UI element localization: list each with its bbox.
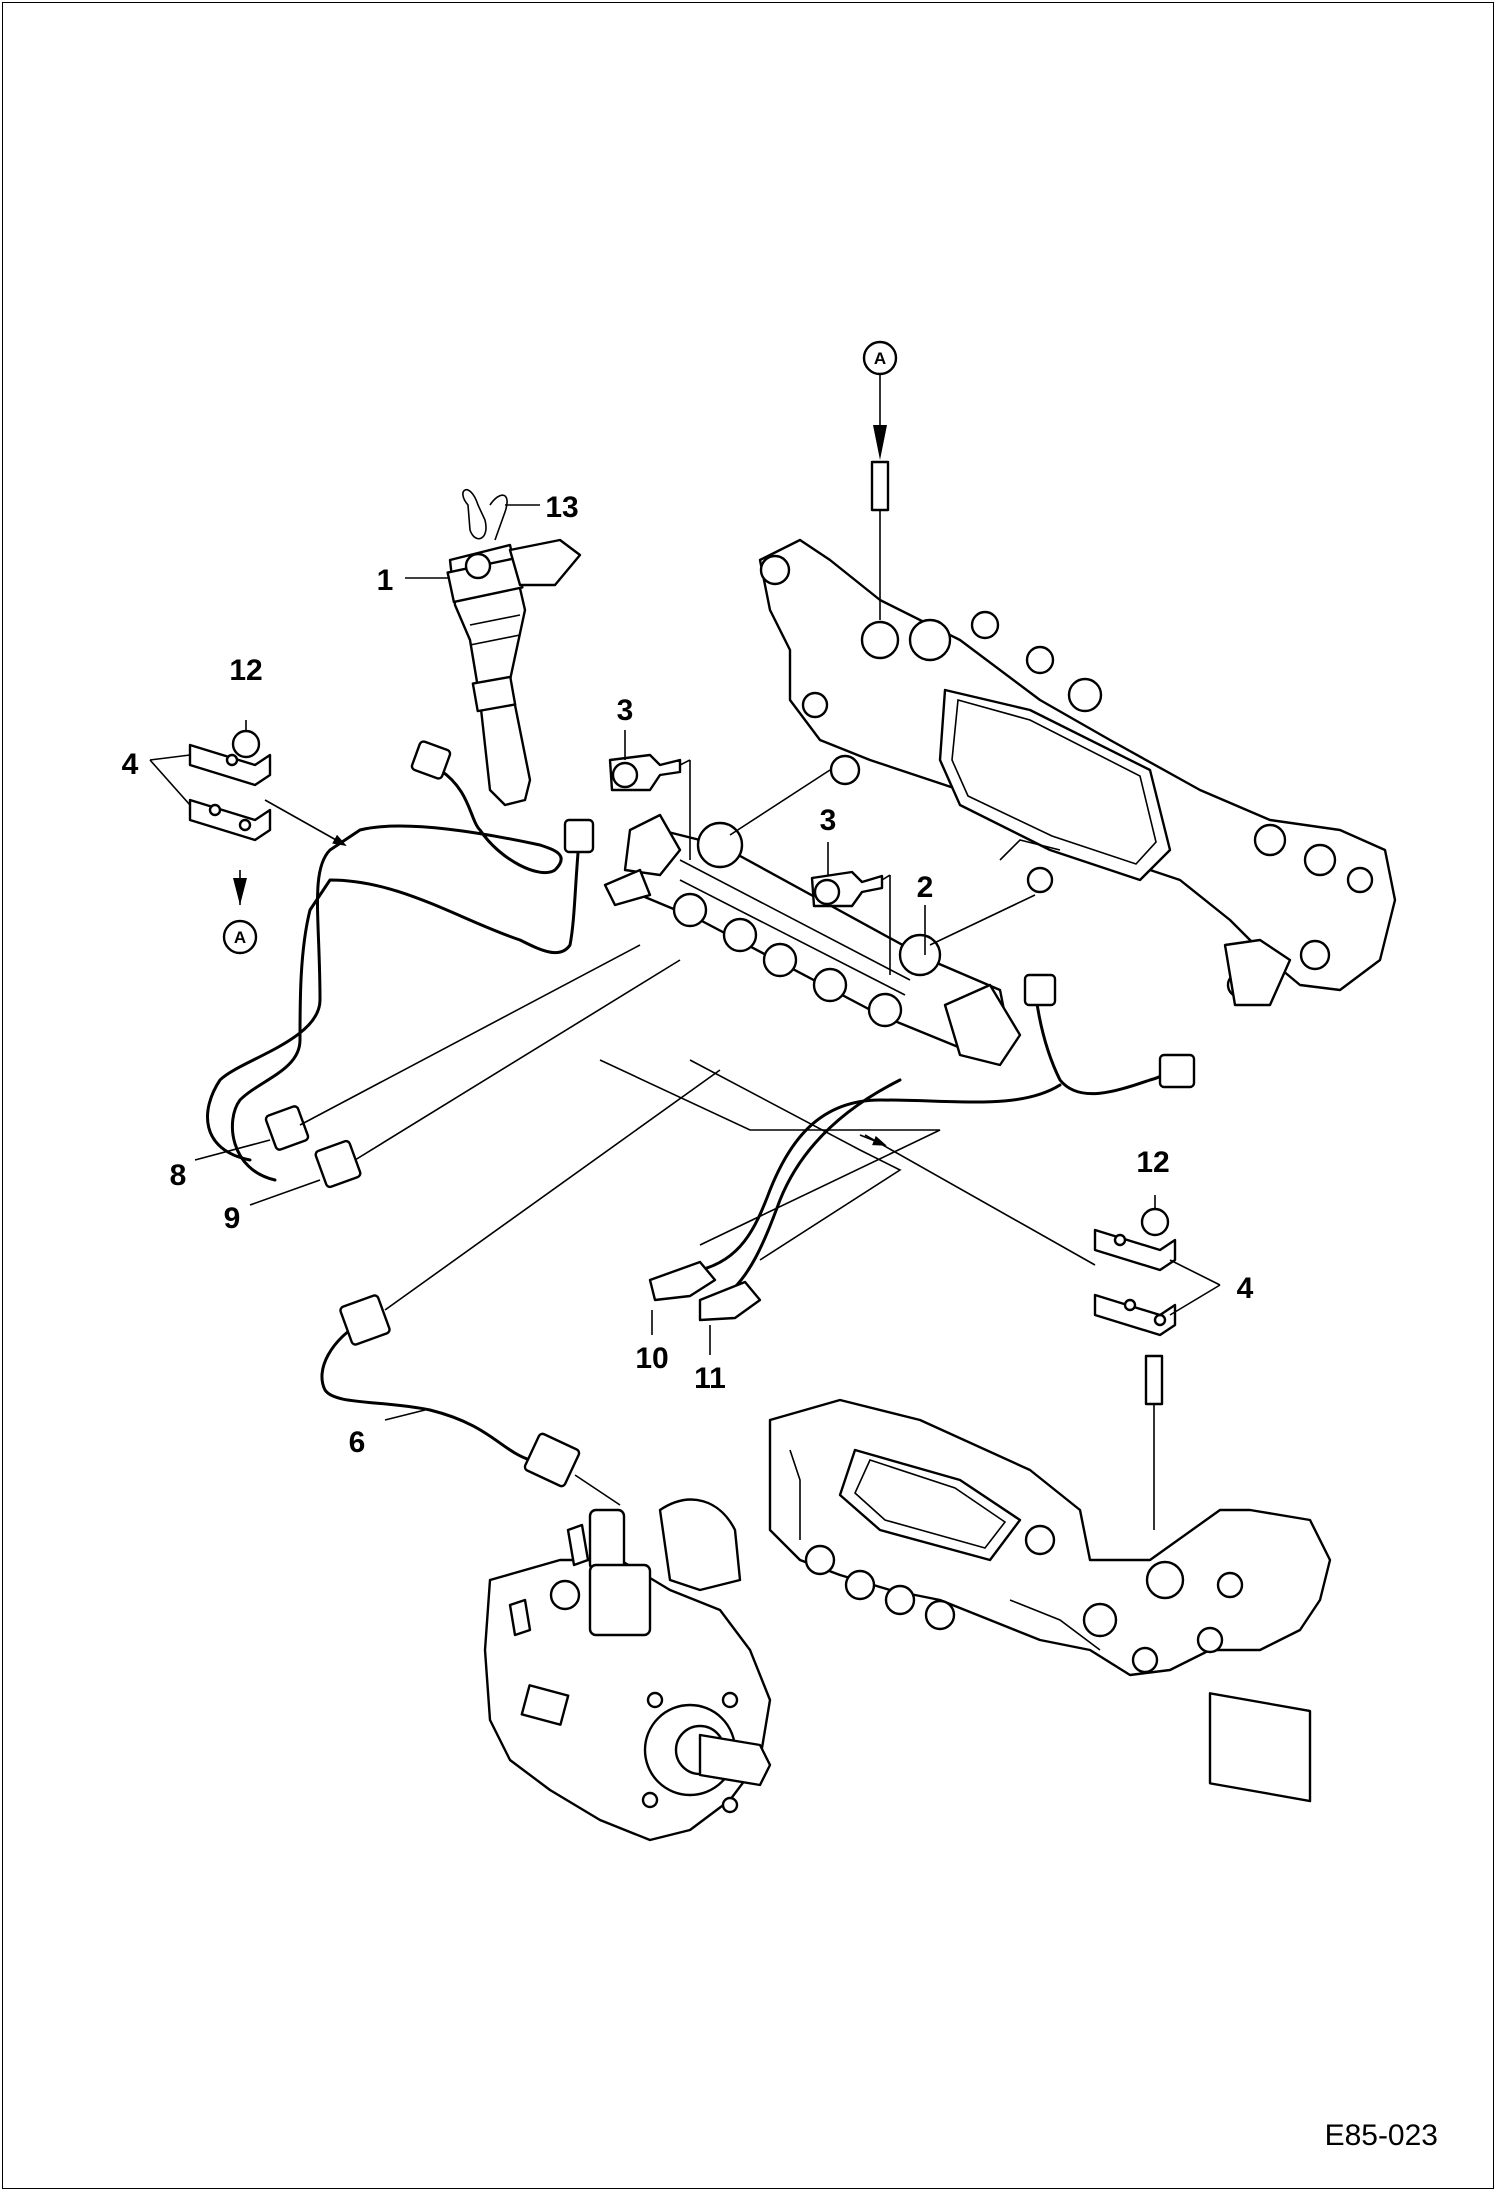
callout-10: 10 bbox=[635, 1342, 668, 1375]
left-clamp-assembly: A bbox=[188, 720, 347, 955]
callout-6: 6 bbox=[349, 1426, 366, 1459]
injector-pipes-8-9 bbox=[206, 740, 681, 1189]
return-pipes bbox=[599, 973, 1196, 1322]
high-pressure-pump bbox=[483, 1498, 772, 1842]
callout-3-right: 3 bbox=[820, 804, 837, 837]
reference-a-top-label: A bbox=[874, 349, 886, 368]
pump-supply-pipe bbox=[320, 1069, 721, 1506]
callout-9: 9 bbox=[224, 1202, 241, 1235]
reference-a-top: A bbox=[862, 340, 898, 620]
callout-4-left: 4 bbox=[122, 748, 139, 781]
fuel-rail bbox=[603, 813, 1022, 1067]
callout-8: 8 bbox=[170, 1159, 187, 1192]
right-clamp-assembly bbox=[1093, 1195, 1177, 1530]
callout-12-left: 12 bbox=[229, 654, 262, 687]
callout-2: 2 bbox=[917, 871, 934, 904]
lower-manifold bbox=[768, 1398, 1332, 1803]
injector bbox=[446, 488, 582, 807]
callout-4-right: 4 bbox=[1237, 1272, 1254, 1305]
callout-11: 11 bbox=[694, 1362, 726, 1395]
callout-3-left: 3 bbox=[617, 694, 634, 727]
callout-13: 13 bbox=[545, 491, 578, 524]
callout-leaders bbox=[149, 504, 1221, 1421]
rail-to-manifold-leaders bbox=[729, 769, 1036, 946]
callout-labels: 1 2 3 3 4 4 6 8 9 10 11 12 12 13 bbox=[122, 491, 1254, 1459]
rail-bolts bbox=[608, 753, 891, 975]
callout-12-right: 12 bbox=[1136, 1146, 1169, 1179]
figure-code: E85-023 bbox=[1325, 2119, 1438, 2152]
reference-a-left-label: A bbox=[234, 928, 246, 947]
callout-1: 1 bbox=[377, 564, 394, 597]
upper-manifold bbox=[758, 538, 1397, 1007]
